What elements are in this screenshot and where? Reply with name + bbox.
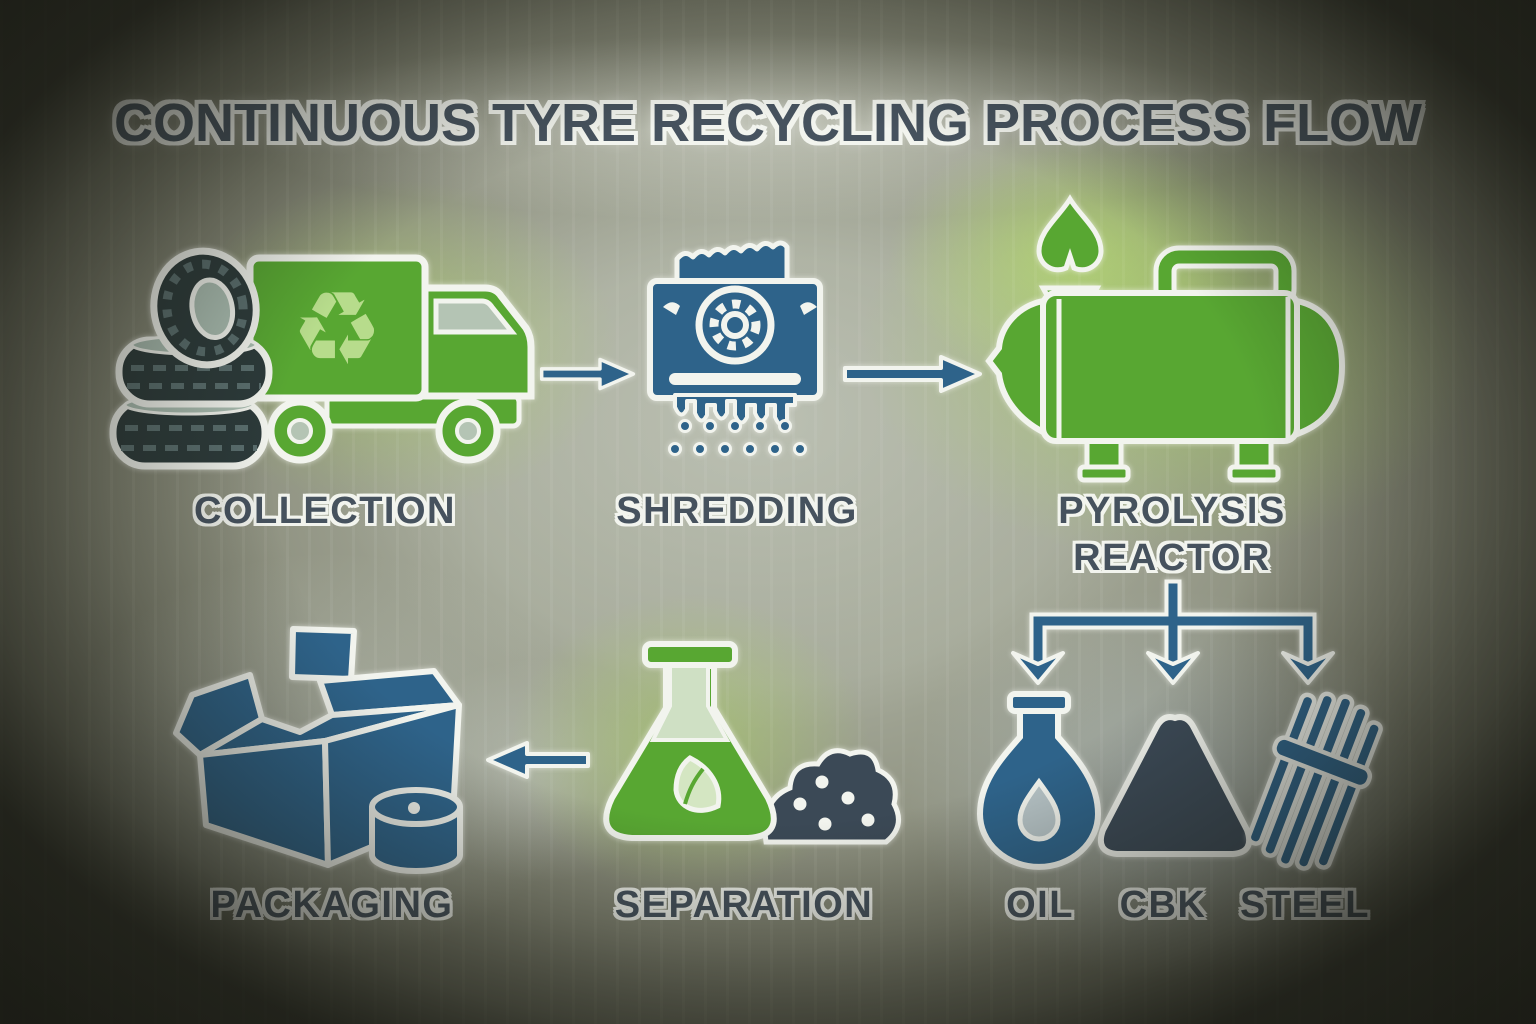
- branch-arrows-icon: [1011, 579, 1335, 685]
- residue-pile-icon: [762, 748, 901, 845]
- shredding-label: SHREDDING: [616, 490, 858, 532]
- arrow-right-icon: [540, 357, 636, 391]
- shredder-gear-icon: [695, 285, 775, 365]
- collection-label: COLLECTION: [194, 490, 456, 532]
- cbk-pile-icon: [1097, 714, 1253, 857]
- shredded-crumbs: [668, 419, 807, 456]
- collection-icon: ♻: [109, 247, 535, 470]
- separation-label: SEPARATION: [614, 884, 874, 926]
- arrow-right-icon: [843, 355, 982, 393]
- shredder-icon: [647, 240, 823, 456]
- shredder-slot: [669, 373, 801, 385]
- arrow-left-icon: [486, 741, 590, 779]
- reactor-left-cap: [985, 297, 1046, 437]
- cube-icon: [289, 626, 357, 682]
- packaging-icon: [173, 626, 463, 874]
- reactor-right-cap: [1294, 297, 1346, 439]
- steel-rods-icon: [1246, 691, 1383, 871]
- packaging-label: PACKAGING: [210, 884, 454, 926]
- recycle-icon: ♻: [291, 270, 382, 389]
- pyrolysis-reactor-icon: [985, 194, 1346, 483]
- tire-stack-icon: [109, 247, 273, 470]
- oil-label: OIL: [1006, 884, 1074, 926]
- separation-flask-icon: [603, 641, 777, 841]
- flame-icon: [1036, 194, 1104, 273]
- box-front-left: [197, 738, 331, 868]
- can-icon: [369, 787, 463, 874]
- separation-icon: [603, 641, 901, 845]
- page-title: CONTINUOUS TYRE RECYCLING PROCESS FLOW: [113, 93, 1423, 153]
- cbk-label: CBK: [1119, 884, 1207, 926]
- pyrolysis-label-line2: REACTOR: [1073, 537, 1271, 579]
- reactor-body: [1040, 290, 1300, 444]
- oil-flask-icon: [976, 691, 1102, 870]
- steel-label: STEEL: [1240, 884, 1370, 926]
- pyrolysis-label-line1: PYROLYSIS: [1058, 490, 1286, 532]
- truck-icon: ♻: [246, 254, 535, 464]
